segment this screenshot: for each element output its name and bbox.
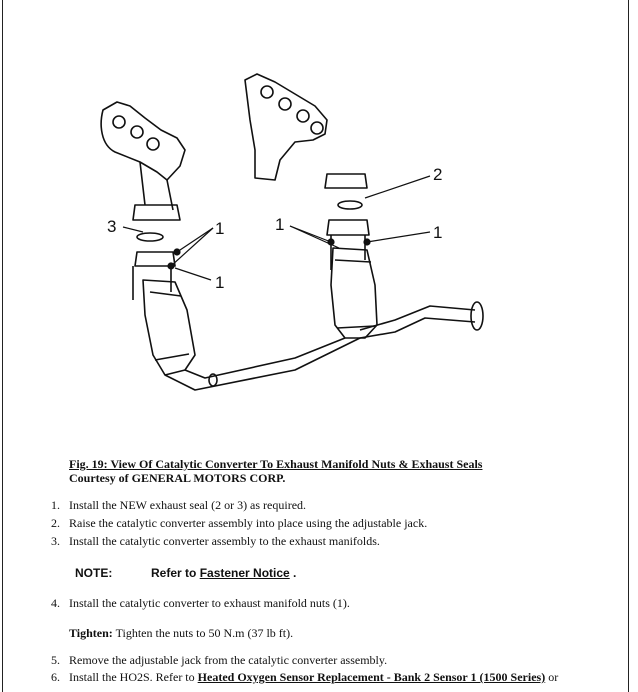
exhaust-seal-3 — [136, 232, 164, 242]
right-exhaust-manifold — [244, 73, 328, 181]
callout-1-c: 1 — [275, 215, 284, 234]
step-text: Raise the catalytic converter assembly i… — [69, 516, 428, 530]
page-right-border — [628, 0, 629, 692]
callout-2: 2 — [433, 165, 442, 184]
tighten-instruction: Tighten: Tighten the nuts to 50 N.m (37 … — [69, 626, 293, 641]
left-exhaust-manifold — [100, 101, 186, 181]
callout-3: 3 — [107, 217, 116, 236]
callout-1-b: 1 — [215, 273, 224, 292]
step-text: Install the NEW exhaust seal (2 or 3) as… — [69, 498, 307, 512]
note-text-before: Refer to — [151, 566, 200, 580]
note: NOTE: Refer to Fastener Notice . — [75, 566, 296, 580]
fastener-notice-link[interactable]: Fastener Notice — [199, 566, 290, 580]
step-number: 2. — [51, 516, 60, 530]
step-number: 3. — [51, 534, 60, 548]
step-number: 5. — [51, 653, 60, 667]
note-label: NOTE: — [75, 566, 113, 580]
figure-caption-credit: Courtesy of GENERAL MOTORS CORP. — [69, 471, 286, 485]
callout-1-d: 1 — [433, 223, 442, 242]
callout-1-a: 1 — [215, 219, 224, 238]
step-text: Install the catalytic converter to exhau… — [69, 596, 350, 610]
figure-caption-title: Fig. 19: View Of Catalytic Converter To … — [69, 457, 483, 471]
catalytic-converter-diagram: 1 1 1 1 2 3 — [100, 73, 484, 391]
tighten-text: Tighten the nuts to 50 N.m (37 lb ft). — [112, 626, 294, 640]
step-text: Install the catalytic converter assembly… — [69, 534, 380, 548]
heated-oxygen-sensor-link[interactable]: Heated Oxygen Sensor Replacement - Bank … — [197, 670, 546, 684]
step-text-before: Install the HO2S. Refer to — [69, 670, 198, 684]
step-text: Remove the adjustable jack from the cata… — [69, 653, 388, 667]
figure-caption: Fig. 19: View Of Catalytic Converter To … — [69, 457, 482, 485]
y-pipe — [164, 337, 361, 391]
page-left-border — [2, 0, 3, 692]
step-number: 4. — [51, 596, 60, 610]
note-text-after: . — [289, 566, 297, 580]
exhaust-seal-2 — [337, 200, 363, 210]
step-text-after: or — [545, 670, 559, 684]
step-text: Install the HO2S. Refer to Heated Oxygen… — [69, 670, 558, 685]
step-number: 6. — [51, 670, 60, 684]
tighten-label: Tighten: — [69, 626, 113, 640]
step-number: 1. — [51, 498, 60, 512]
